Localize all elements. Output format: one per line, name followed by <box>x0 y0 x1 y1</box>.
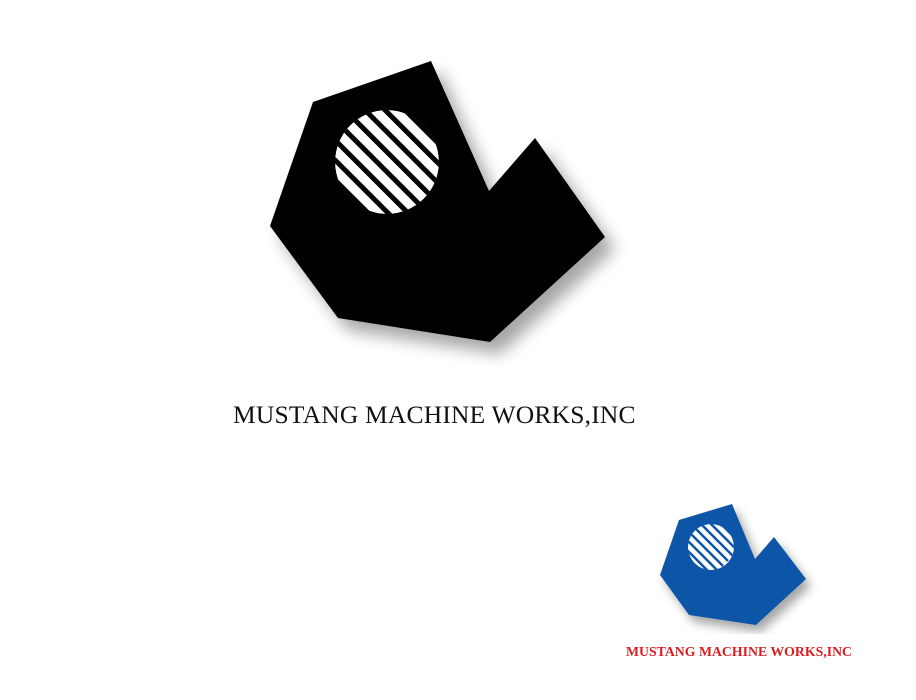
wordmark-small: MUSTANG MACHINE WORKS,INC <box>626 644 853 659</box>
mustang-machine-works-emblem-icon <box>270 61 605 342</box>
wordmark-large: MUSTANG MACHINE WORKS,INC <box>233 400 636 429</box>
striped-circle-icon-small <box>688 524 734 570</box>
mustang-machine-works-emblem-icon-small <box>660 504 806 625</box>
emblem-body-small <box>660 504 806 625</box>
emblem-body <box>270 61 605 342</box>
